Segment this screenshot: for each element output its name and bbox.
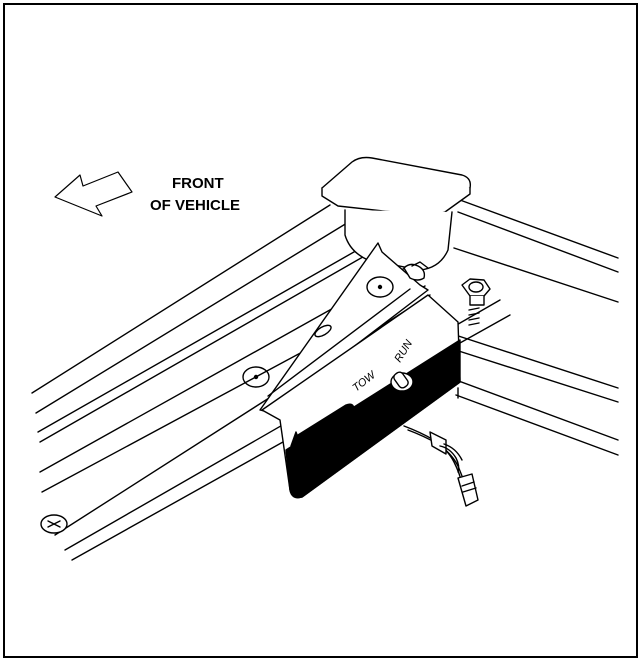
callout-line-1: FRONT (172, 175, 224, 192)
switch-plate (261, 294, 461, 499)
hex-bolt (461, 278, 491, 326)
decal-black-band (285, 339, 461, 499)
tow-run-toggle (390, 371, 414, 392)
rivet-left (242, 366, 270, 388)
left-arrow-icon (54, 171, 133, 217)
slot-hole (314, 324, 332, 338)
warning-triangle-icon (290, 431, 301, 447)
corner-block (321, 156, 472, 271)
callout-line-2: OF VEHICLE (150, 197, 240, 214)
rivet-right (366, 276, 394, 298)
corner-rivet (40, 514, 68, 534)
wire-harness (403, 425, 479, 507)
